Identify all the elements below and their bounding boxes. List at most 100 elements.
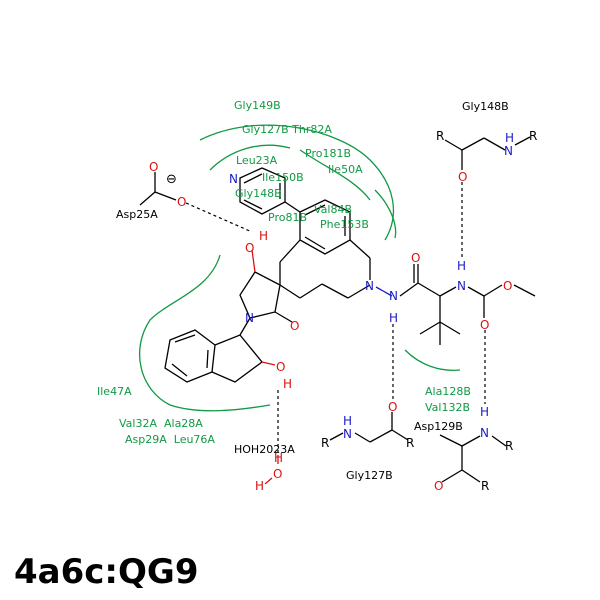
residue-label-ile47a: Ile47A	[97, 385, 132, 398]
residue-label-gly127b-thr82a: Gly127B Thr82A	[242, 123, 332, 136]
phenyl-to-bridge	[279, 239, 301, 263]
gly148b-r-c	[444, 139, 463, 151]
residue-label-asp29a-leu76a: Asp29A Leu76A	[125, 433, 215, 446]
atom-h-gly127b: H	[343, 414, 352, 428]
core-ring	[239, 249, 371, 336]
hydrophobic-arcs	[138, 124, 461, 412]
charge-asp25a: ⊖	[166, 172, 177, 187]
atom-o-asp129b: O	[434, 479, 443, 493]
o-to-methyl	[513, 284, 536, 297]
atom-n-gly148b: N	[504, 144, 513, 158]
atom-n-hydrazine-1: N	[365, 279, 374, 293]
tbu-2	[439, 321, 461, 335]
atom-o-indane: O	[276, 360, 285, 374]
asp129b-ca-n	[461, 435, 481, 447]
arc-left-big	[138, 254, 271, 412]
atom-o-hydroxyl: O	[245, 241, 254, 255]
atom-h-hydrazine: H	[389, 311, 398, 325]
atom-o-gly148b: O	[458, 170, 467, 184]
atom-r-gly148b-2: R	[529, 129, 537, 143]
asp129b-c-o	[441, 469, 463, 483]
residue-label-asp25a: Asp25A	[116, 208, 158, 221]
atom-o-lactam: O	[290, 319, 299, 333]
indane-double-1	[174, 334, 196, 343]
atom-r-gly148b-1: R	[436, 129, 444, 143]
atom-o-water: O	[273, 467, 282, 481]
atom-o-amide: O	[411, 251, 420, 265]
atom-h-hydroxyl: H	[259, 229, 268, 243]
residue-label-leu23a: Leu23A	[236, 154, 278, 167]
residue-label-ile150b: Ile150B	[262, 171, 304, 184]
gly127b-n-ca	[354, 432, 371, 443]
residue-label-val32a-ala28a: Val32A Ala28A	[119, 417, 203, 430]
indane	[164, 329, 276, 383]
residue-label-pro181b: Pro181B	[305, 147, 351, 160]
residue-label-phe153b: Phe153B	[320, 218, 369, 231]
chain-1	[299, 283, 323, 299]
hbond-asp25a	[185, 202, 253, 233]
n-to-co	[399, 282, 419, 297]
n-n-bond	[375, 286, 393, 297]
atom-h-gly148b: H	[505, 131, 514, 145]
atom-o-asp25a-1: O	[149, 160, 158, 174]
n-to-indane	[239, 317, 251, 336]
atom-n-lactam: N	[245, 311, 254, 325]
gly148b-c-ca	[461, 137, 485, 151]
gly127b-c-r	[391, 429, 409, 441]
gly127b-group	[329, 412, 409, 443]
phenyl-double-1	[304, 204, 326, 216]
residue-labels: Gly149B Gly127B Thr82A Pro181B Leu23A Il…	[97, 99, 509, 482]
atom-h-water-bottom: H	[255, 479, 264, 493]
atom-r-gly127b-1: R	[321, 436, 329, 450]
pyridine-double-1	[243, 173, 263, 184]
phenyl-double-3	[304, 236, 326, 250]
indane-cyclopentane	[211, 334, 263, 383]
atom-h-indane: H	[283, 377, 292, 391]
arc-right-small	[374, 189, 397, 239]
atom-o-gly127b: O	[388, 400, 397, 414]
atom-n-pyridine: N	[229, 172, 238, 186]
carbamate-to-o	[483, 284, 503, 297]
residue-label-val132b: Val132B	[425, 401, 470, 414]
gly148b-n-r	[514, 136, 531, 146]
atom-n-hydrazine-2: N	[389, 289, 398, 303]
residue-label-asp129b: Asp129B	[414, 420, 463, 433]
atom-o-asp25a-2: O	[177, 195, 186, 209]
pyridine-double-3	[243, 199, 263, 210]
pyridine-ring	[239, 167, 301, 215]
chain-2	[321, 283, 349, 299]
residue-label-gly149b: Gly149B	[234, 99, 281, 112]
asp25a-c-o2	[154, 191, 177, 201]
atom-h-asp129b: H	[480, 405, 489, 419]
indane-double-2	[206, 349, 209, 369]
residue-label-gly148b-green: Gly148B	[235, 187, 282, 200]
gly127b-ca-c	[369, 429, 393, 443]
gly148b-ca-n	[483, 137, 506, 151]
residue-label-ala128b: Ala128B	[425, 385, 471, 398]
arc-ring-cover	[299, 149, 371, 201]
gly127b-r-n	[329, 432, 344, 441]
atom-n-asp129b: N	[480, 426, 489, 440]
asp25a-c-r	[139, 191, 156, 206]
arc-top	[199, 124, 395, 241]
water-group	[264, 455, 279, 485]
atom-n-carbamate: N	[457, 279, 466, 293]
asp129b-r-ca	[439, 434, 463, 447]
atom-r-asp129b-2: R	[481, 479, 489, 493]
oh-bond	[251, 249, 256, 273]
atom-h-carbamate: H	[457, 259, 466, 273]
structure-id-title: 4a6c:QG9	[14, 552, 199, 592]
chain-3	[347, 284, 371, 299]
atom-n-gly127b: N	[343, 427, 352, 441]
residue-label-gly148b: Gly148B	[462, 100, 509, 113]
hydrogen-bonds	[185, 182, 486, 452]
indane-oh	[261, 361, 276, 366]
calpha-to-n	[439, 286, 457, 297]
tbu-1	[419, 321, 441, 335]
atom-r-gly127b-2: R	[406, 436, 414, 450]
atom-labels: N O H N O O H N N H O N H O O O O ⊖ R O …	[149, 129, 537, 493]
asp25a-group	[139, 172, 177, 206]
right-chain	[375, 264, 536, 345]
pyridine-to-phenyl	[284, 201, 301, 213]
